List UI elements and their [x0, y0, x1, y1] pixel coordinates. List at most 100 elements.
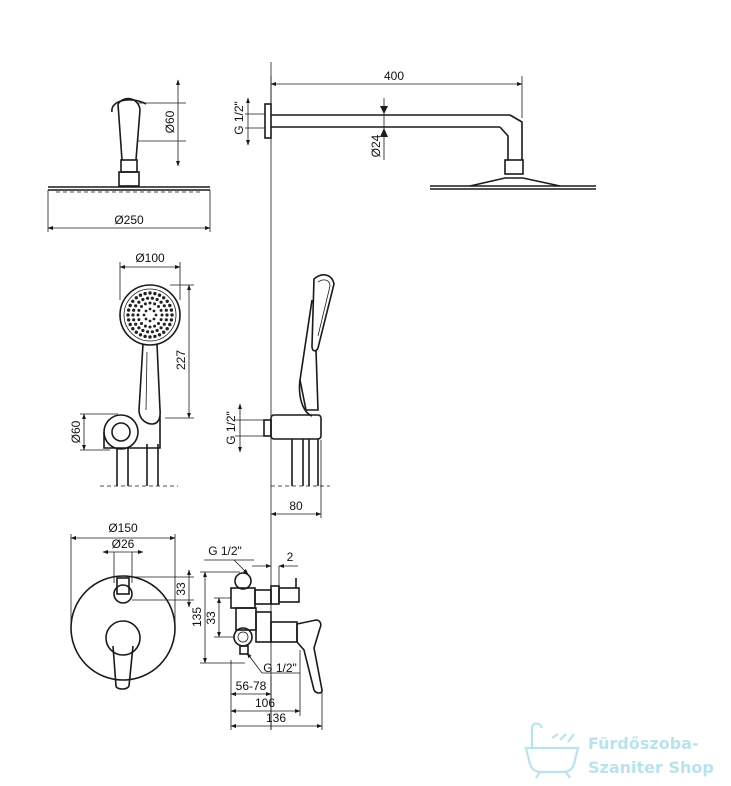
nozzle-dot: [154, 313, 158, 317]
nozzle-dot: [157, 333, 162, 337]
nozzle-dot: [137, 326, 141, 330]
nozzle-dot: [168, 322, 172, 327]
nozzle-dot: [165, 327, 169, 331]
nozzle-dot: [170, 313, 174, 317]
nozzle-dot: [165, 313, 169, 317]
nozzle-dot: [146, 330, 150, 334]
nozzle-dot: [169, 308, 174, 312]
nozzle-dot: [159, 300, 163, 304]
dim-depth-min-max: 56-78: [236, 679, 267, 693]
dim-head-dia: Ø250: [114, 213, 144, 227]
nozzle-dot: [141, 297, 145, 302]
nozzle-dot: [128, 303, 132, 308]
nozzle-dot: [162, 304, 166, 308]
dim-holder-dia: Ø60: [69, 420, 83, 443]
dim-body-inlet-top: G 1/2": [208, 544, 242, 558]
nozzle-dot: [152, 317, 156, 321]
hand-shower-front: Ø100 227 Ø60: [69, 251, 194, 487]
nozzle-dot: [153, 302, 157, 306]
nozzle-dot: [136, 313, 140, 317]
mixer-body-side: G 1/2" 2 135 33 G 1/2" 56-78 106 136: [190, 544, 323, 730]
nozzle-dot: [160, 313, 164, 317]
shower-arm-side: 400 G 1/2" Ø24: [232, 69, 596, 190]
nozzle-dot: [148, 301, 152, 305]
dim-head-pipe-dia: Ø60: [163, 110, 177, 133]
nozzle-dot: [132, 318, 136, 322]
nozzle-dot: [137, 308, 141, 312]
nozzle-dot: [155, 328, 159, 333]
nozzle-pattern: [126, 291, 174, 339]
nozzle-dot: [165, 299, 169, 303]
dim-plate-dia: Ø150: [108, 521, 138, 535]
nozzle-dot: [143, 334, 147, 339]
watermark: Fürdőszoba- Szaniter Shop: [524, 722, 714, 779]
nozzle-dot: [150, 296, 154, 300]
dim-body-inlet-bottom: G 1/2": [263, 661, 297, 675]
nozzle-dot: [164, 308, 168, 312]
nozzle-dot: [134, 330, 138, 334]
nozzle-dot: [143, 291, 147, 296]
dim-depth-106: 106: [255, 696, 275, 710]
nozzle-dot: [140, 322, 143, 325]
nozzle-dot: [138, 293, 143, 297]
dim-body-offset: 33: [204, 611, 218, 625]
nozzle-dot: [143, 302, 147, 306]
nozzle-dot: [148, 325, 152, 329]
nozzle-dot: [150, 330, 154, 334]
nozzle-dot: [131, 327, 135, 331]
nozzle-dot: [131, 313, 135, 317]
nozzle-dot: [140, 305, 143, 308]
nozzle-dot: [134, 296, 138, 300]
nozzle-dot: [126, 313, 130, 317]
nozzle-dot: [148, 319, 152, 323]
dim-hand-dia: Ø100: [135, 251, 165, 265]
dim-knob-offset: 33: [174, 582, 188, 596]
dim-depth-136: 136: [266, 711, 286, 725]
nozzle-dot: [134, 304, 138, 308]
nozzle-dot: [157, 305, 160, 308]
nozzle-dot: [148, 335, 152, 339]
nozzle-dot: [144, 317, 148, 321]
dim-knob-dia: Ø26: [112, 537, 135, 551]
nozzle-dot: [159, 308, 163, 312]
nozzle-dot: [162, 296, 166, 300]
nozzle-dot: [164, 318, 168, 322]
nozzle-dot: [126, 308, 131, 312]
nozzle-dot: [159, 326, 163, 330]
overhead-shower-front: Ø60 Ø250: [47, 79, 211, 232]
nozzle-dot: [137, 318, 141, 322]
dim-arm-dia: Ø24: [369, 134, 383, 157]
nozzle-dot: [148, 307, 152, 311]
dim-plate-gap: 2: [287, 550, 294, 564]
bathtub-icon: [524, 722, 580, 779]
watermark-line2: Szaniter Shop: [588, 758, 714, 777]
nozzle-dot: [134, 322, 138, 326]
nozzle-dot: [131, 299, 135, 303]
nozzle-dot: [152, 309, 156, 313]
nozzle-dot: [144, 309, 148, 313]
dim-arm-length: 400: [384, 69, 404, 83]
nozzle-dot: [148, 291, 152, 295]
nozzle-dot: [142, 313, 146, 317]
mixer-plate-front: Ø150 Ø26 33: [70, 521, 194, 690]
dim-holder-depth: 80: [289, 499, 303, 513]
nozzle-dot: [157, 322, 160, 325]
nozzle-dot: [162, 330, 166, 334]
nozzle-dot: [168, 303, 172, 308]
nozzle-dot: [138, 333, 143, 337]
nozzle-dot: [146, 296, 150, 300]
nozzle-dot: [153, 324, 157, 328]
nozzle-dot: [143, 324, 147, 328]
nozzle-dot: [132, 308, 136, 312]
watermark-line1: Fürdőszoba-: [588, 734, 699, 753]
nozzle-dot: [153, 334, 157, 339]
nozzle-dot: [169, 318, 174, 322]
nozzle-dot: [126, 318, 131, 322]
dim-hand-length: 227: [174, 350, 188, 370]
nozzle-dot: [162, 322, 166, 326]
nozzle-dot: [153, 291, 157, 296]
nozzle-dot: [155, 297, 159, 302]
nozzle-dot: [137, 300, 141, 304]
nozzle-dot: [128, 322, 132, 327]
